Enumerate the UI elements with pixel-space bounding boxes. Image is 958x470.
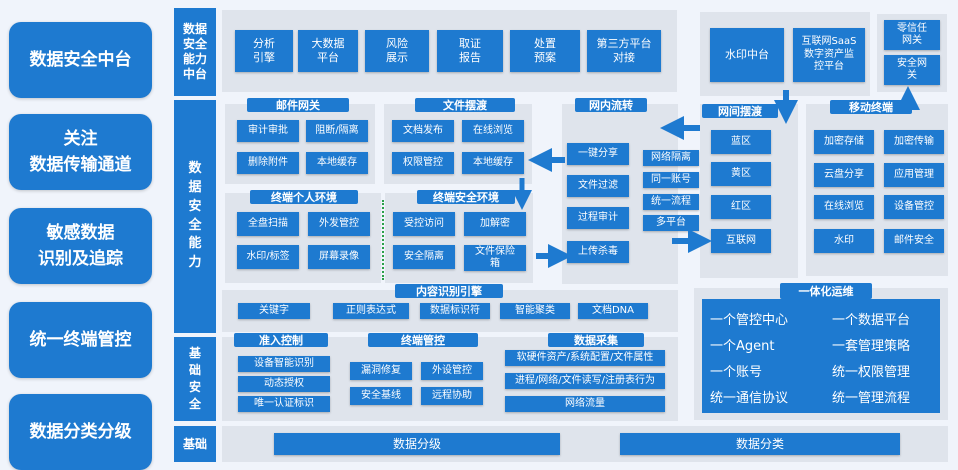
access-device-recognition: 设备智能识别	[238, 356, 330, 372]
security-gateway: 安全网 关	[884, 55, 940, 85]
file-local-cache: 本地缓存	[462, 152, 524, 174]
mobile-title: 移动终端	[830, 100, 912, 114]
ferry-internet: 互联网	[711, 229, 771, 253]
saas-monitoring: 互联网SaaS 数字资产监 控平台	[793, 28, 865, 82]
top-response-plan: 处置 预案	[510, 30, 580, 72]
personal-env-panel	[225, 193, 381, 283]
row-header-middle-platform: 数据 安全 能力 中台	[174, 8, 216, 96]
watermark-platform: 水印中台	[710, 28, 784, 82]
left-item-transport-channel: 关注 数据传输通道	[9, 114, 152, 190]
network-ferry-title: 网间摆渡	[702, 104, 778, 118]
personal-outbound-control: 外发管控	[308, 212, 370, 236]
intranet-flow-title: 网内流转	[575, 98, 647, 112]
terminal-baseline: 安全基线	[350, 387, 412, 405]
intranet-process-audit: 过程审计	[567, 207, 629, 229]
mail-delete-attachment: 删除附件	[237, 152, 299, 174]
mobile-device-control: 设备管控	[884, 195, 944, 219]
secure-isolation: 安全隔离	[393, 245, 455, 269]
personal-watermark-label: 水印/标签	[237, 245, 299, 269]
row-header-basic-security: 基 础 安 全	[174, 337, 216, 421]
collect-behavior: 进程/网络/文件读写/注册表行为	[505, 373, 665, 389]
mobile-encrypted-transfer: 加密传输	[884, 130, 944, 154]
secure-controlled-access: 受控访问	[393, 212, 455, 236]
ferry-multi-platform: 多平台	[643, 215, 699, 231]
secure-env-title: 终端安全环境	[417, 190, 515, 204]
top-risk-display: 风险 展示	[365, 30, 429, 72]
mail-local-cache: 本地缓存	[306, 152, 368, 174]
terminal-patch: 漏洞修复	[350, 362, 412, 380]
intranet-upload-antivirus: 上传杀毒	[567, 241, 629, 263]
mobile-encrypted-storage: 加密存储	[814, 130, 874, 154]
content-engine-title: 内容识别引擎	[395, 284, 503, 298]
ferry-yellow-zone: 黄区	[711, 162, 771, 186]
mobile-online-view: 在线浏览	[814, 195, 874, 219]
file-permission: 权限管控	[392, 152, 454, 174]
integrated-ops-box: 一个管控中心 一个数据平台 一个Agent 一套管理策略 一个账号 统一权限管理…	[702, 299, 940, 413]
ops-item: 统一管理流程	[832, 391, 911, 406]
ferry-unified-process: 统一流程	[643, 194, 699, 210]
row-header-basic: 基础	[174, 426, 216, 462]
access-dynamic-auth: 动态授权	[238, 376, 330, 392]
terminal-remote-assist: 远程协助	[421, 387, 483, 405]
engine-smart-cluster: 智能聚类	[500, 303, 570, 319]
engine-regex: 正则表达式	[333, 303, 409, 319]
mobile-cloud-share: 云盘分享	[814, 163, 874, 187]
left-item-sensitive-data: 敏感数据 识别及追踪	[9, 208, 152, 284]
intranet-one-click-share: 一键分享	[567, 143, 629, 165]
data-classification: 数据分类	[620, 433, 900, 455]
left-item-terminal-control: 统一终端管控	[9, 302, 152, 378]
ferry-blue-zone: 蓝区	[711, 130, 771, 154]
ops-item: 一个管控中心	[710, 313, 789, 328]
top-evidence-report: 取证 报告	[437, 30, 503, 72]
data-collection-title: 数据采集	[548, 333, 644, 347]
mail-audit: 审计审批	[237, 120, 299, 142]
engine-data-identifier: 数据标识符	[420, 303, 490, 319]
personal-env-title: 终端个人环境	[250, 190, 358, 204]
engine-document-dna: 文档DNA	[578, 303, 648, 319]
left-item-classification: 数据分类分级	[9, 394, 152, 470]
file-online-view: 在线浏览	[462, 120, 524, 142]
mobile-app-management: 应用管理	[884, 163, 944, 187]
terminal-control-title: 终端管控	[368, 333, 478, 347]
ops-item: 统一权限管理	[832, 365, 911, 380]
collect-asset-config: 软硬件资产/系统配置/文件属性	[505, 350, 665, 366]
ops-item: 一个账号	[710, 365, 763, 380]
ops-item: 一个Agent	[710, 339, 775, 354]
engine-keyword: 关键字	[238, 303, 310, 319]
secure-file-vault: 文件保险 箱	[464, 245, 526, 271]
mail-block: 阻断/隔离	[306, 120, 368, 142]
ops-item: 统一通信协议	[710, 391, 789, 406]
env-divider	[382, 200, 384, 280]
ops-item: 一个数据平台	[832, 313, 911, 328]
ferry-same-account: 同一账号	[643, 172, 699, 188]
ferry-red-zone: 红区	[711, 195, 771, 219]
top-third-party: 第三方平台 对接	[587, 30, 661, 72]
file-publish: 文档发布	[392, 120, 454, 142]
personal-full-scan: 全盘扫描	[237, 212, 299, 236]
secure-encrypt-decrypt: 加解密	[464, 212, 526, 236]
mobile-watermark: 水印	[814, 229, 874, 253]
file-ferry-title: 文件摆渡	[415, 98, 515, 112]
integrated-ops-title: 一体化运维	[780, 283, 872, 299]
mobile-mail-security: 邮件安全	[884, 229, 944, 253]
personal-screen-record: 屏幕录像	[308, 245, 370, 269]
access-unique-id: 唯一认证标识	[238, 396, 330, 412]
row-header-capability: 数 据 安 全 能 力	[174, 100, 216, 333]
data-grading: 数据分级	[274, 433, 560, 455]
left-item-data-security-platform: 数据安全中台	[9, 22, 152, 98]
zero-trust-gateway: 零信任 网关	[884, 20, 940, 50]
collect-network-traffic: 网络流量	[505, 396, 665, 412]
ops-item: 一套管理策略	[832, 339, 911, 354]
intranet-file-filter: 文件过滤	[567, 175, 629, 197]
access-control-title: 准入控制	[234, 333, 328, 347]
mail-gateway-title: 邮件网关	[247, 98, 349, 112]
top-bigdata-platform: 大数据 平台	[298, 30, 358, 72]
terminal-peripheral: 外设管控	[421, 362, 483, 380]
top-analysis-engine: 分析 引擎	[235, 30, 293, 72]
ferry-network-isolation: 网络隔离	[643, 150, 699, 166]
